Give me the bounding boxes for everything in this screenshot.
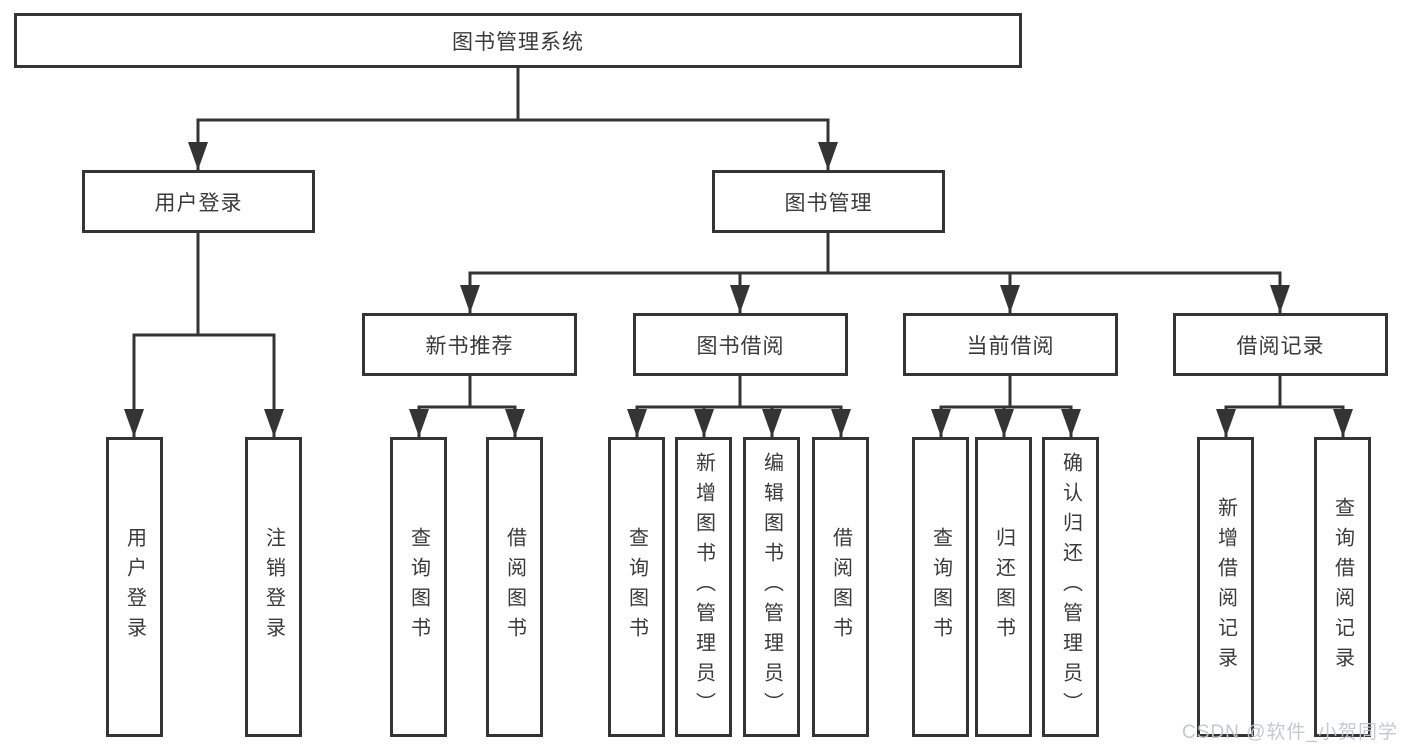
leaf-query-books-label: 查询图书 (625, 527, 648, 647)
leaf-add-book-admin-label: 新增图书（管理员） (692, 452, 715, 722)
leaf-query-books-label: 查询图书 (929, 527, 952, 647)
node-user-login-label: 用户登录 (154, 191, 243, 215)
leaf-edit-book-admin-label: 编辑图书（管理员） (760, 452, 783, 722)
leaf-borrow-books: 借阅图书 (812, 437, 869, 737)
node-current-borrow-label: 当前借阅 (966, 334, 1055, 358)
leaf-confirm-return-admin-label: 确认归还（管理员） (1059, 452, 1082, 722)
leaf-return-book-label: 归还图书 (992, 527, 1015, 647)
leaf-query-books: 查询图书 (912, 437, 969, 737)
leaf-add-book-admin: 新增图书（管理员） (675, 437, 732, 737)
node-new-book-recommend-label: 新书推荐 (425, 334, 514, 358)
leaf-logout: 注销登录 (245, 437, 302, 737)
leaf-user-login-label: 用户登录 (123, 527, 146, 647)
node-root: 图书管理系统 (14, 13, 1022, 68)
node-book-management: 图书管理 (712, 170, 945, 233)
watermark: CSDN @软件_小贺同学 (1182, 722, 1398, 743)
node-borrow-records: 借阅记录 (1173, 313, 1388, 376)
node-user-login: 用户登录 (82, 170, 315, 233)
leaf-add-borrow-record-label: 新增借阅记录 (1214, 497, 1237, 677)
leaf-borrow-books-label: 借阅图书 (503, 527, 526, 647)
leaf-edit-book-admin: 编辑图书（管理员） (743, 437, 800, 737)
leaf-user-login: 用户登录 (106, 437, 163, 737)
leaf-confirm-return-admin: 确认归还（管理员） (1042, 437, 1099, 737)
node-borrow-records-label: 借阅记录 (1236, 334, 1325, 358)
node-new-book-recommend: 新书推荐 (362, 313, 577, 376)
node-book-borrow: 图书借阅 (633, 313, 848, 376)
leaf-query-books-label: 查询图书 (407, 527, 430, 647)
leaf-logout-label: 注销登录 (262, 527, 285, 647)
leaf-query-books: 查询图书 (390, 437, 447, 737)
leaf-borrow-books-label: 借阅图书 (829, 527, 852, 647)
leaf-query-borrow-record: 查询借阅记录 (1314, 437, 1371, 737)
leaf-return-book: 归还图书 (975, 437, 1032, 737)
leaf-add-borrow-record: 新增借阅记录 (1197, 437, 1254, 737)
leaf-query-books: 查询图书 (608, 437, 665, 737)
node-current-borrow: 当前借阅 (903, 313, 1118, 376)
leaf-borrow-books: 借阅图书 (486, 437, 543, 737)
node-book-management-label: 图书管理 (784, 191, 873, 215)
leaf-query-borrow-record-label: 查询借阅记录 (1331, 497, 1354, 677)
node-book-borrow-label: 图书借阅 (696, 334, 785, 358)
node-root-label: 图书管理系统 (452, 30, 584, 54)
